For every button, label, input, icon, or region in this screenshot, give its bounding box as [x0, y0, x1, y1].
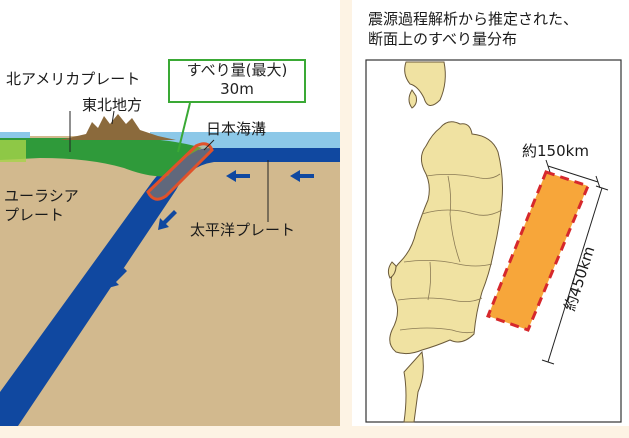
length-dimension-line: [547, 187, 603, 363]
arrow-left-icon: [226, 170, 250, 182]
slip-area: [486, 170, 591, 332]
arrow-left-icon: [290, 170, 314, 182]
sea-left: [0, 132, 30, 140]
label-tohoku: 東北地方: [82, 96, 143, 114]
oshima-peninsula: [408, 89, 417, 109]
tohoku-pointer: [111, 110, 115, 125]
pacific-plate-slab: [0, 148, 340, 426]
trench-pointer: [203, 139, 215, 151]
eurasian-plate-edge: [0, 140, 26, 162]
subduction-cross-section: [0, 102, 340, 426]
width-dimension-line: [547, 165, 599, 183]
width-tick-right: [595, 175, 601, 189]
tohoku-mountains: [60, 114, 176, 140]
width-tick-left: [545, 159, 551, 173]
label-pacific-plate: 太平洋プレート: [190, 221, 296, 239]
arrow-down-left-icon: [40, 336, 59, 356]
label-japan-trench: 日本海溝: [206, 120, 267, 138]
subduction-diagram-panel: 北アメリカプレート 東北地方 すべり量(最大) 30m 日本海溝 ユーラシア プ…: [0, 0, 340, 426]
map-title-line2: 断面上のすべり量分布: [368, 30, 517, 48]
prefecture-borders: [397, 173, 503, 334]
callout-line2: 30m: [220, 80, 254, 98]
panel-gap: [340, 0, 352, 438]
slip-callout-box: すべり量(最大) 30m: [168, 59, 306, 103]
arrow-down-left-icon: [158, 210, 177, 230]
plate-motion-arrows: [226, 170, 314, 182]
arrow-down-left-icon: [108, 268, 127, 288]
width-label: 約150km: [522, 142, 589, 160]
tohoku-land: [389, 121, 503, 355]
map-title: 震源過程解析から推定された、 断面上のすべり量分布: [368, 9, 578, 49]
slip-distribution-panel: 震源過程解析から推定された、 断面上のすべり量分布: [352, 0, 629, 426]
hokkaido-land: [404, 61, 446, 106]
japan-map: 約150km 約450km: [365, 59, 622, 423]
label-north-american-plate: 北アメリカプレート: [6, 70, 141, 88]
callout-pointer: [177, 102, 191, 153]
label-eurasian-line1: ユーラシア: [4, 187, 79, 205]
length-tick-top: [595, 185, 609, 191]
sado-island: [387, 261, 397, 279]
length-tick-bottom: [541, 359, 555, 365]
map-title-line1: 震源過程解析から推定された、: [368, 10, 579, 28]
label-eurasian-line2: プレート: [4, 206, 65, 224]
north-american-plate-wedge: [0, 138, 202, 177]
callout-line1: すべり量(最大): [186, 61, 288, 79]
bottom-strip: [0, 426, 629, 438]
slip-zone-outline: [146, 142, 214, 201]
kanto-land: [403, 350, 424, 423]
